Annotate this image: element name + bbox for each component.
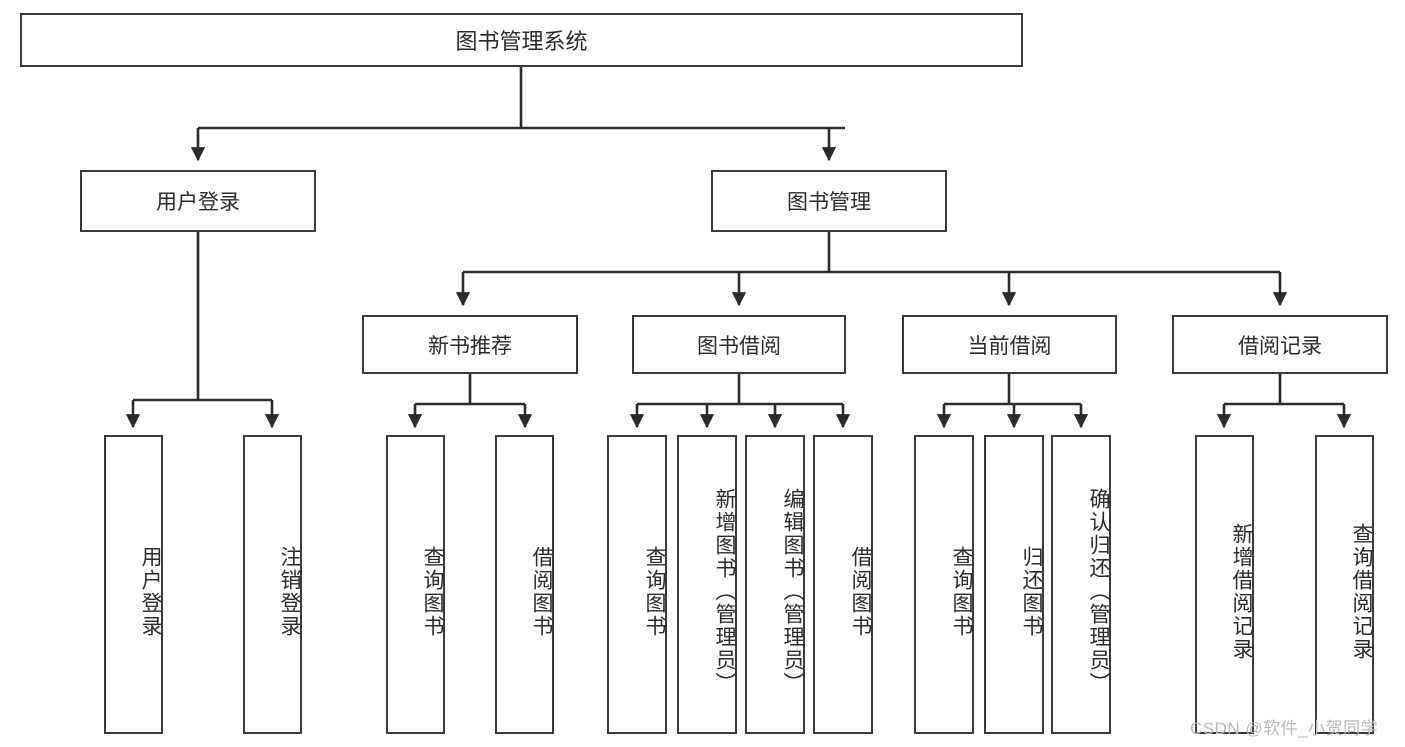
node-borrow-record-label: 借阅记录 [1238, 334, 1322, 358]
leaf-return-book-label: 归还图书 [1020, 545, 1043, 638]
leaf-query-book-1-label: 查询图书 [421, 545, 444, 638]
leaf-edit-book[interactable]: 编辑图书（管理员） [745, 435, 805, 734]
node-current-borrow[interactable]: 当前借阅 [902, 315, 1117, 374]
leaf-logout-label: 注销登录 [278, 545, 301, 638]
node-book-borrow[interactable]: 图书借阅 [632, 315, 846, 374]
node-current-borrow-label: 当前借阅 [967, 334, 1052, 358]
node-book-borrow-label: 图书借阅 [697, 334, 781, 358]
leaf-borrow-book-1[interactable]: 借阅图书 [495, 435, 554, 734]
leaf-logout[interactable]: 注销登录 [243, 435, 302, 734]
leaf-return-book[interactable]: 归还图书 [984, 435, 1044, 734]
leaf-user-login[interactable]: 用户登录 [104, 435, 163, 734]
leaf-borrow-book-1-label: 借阅图书 [530, 545, 553, 638]
leaf-confirm-return[interactable]: 确认归还（管理员） [1051, 435, 1111, 734]
node-borrow-record[interactable]: 借阅记录 [1172, 315, 1388, 374]
leaf-query-book-2-label: 查询图书 [643, 545, 666, 638]
leaf-confirm-return-label: 确认归还（管理员） [1087, 488, 1110, 695]
leaf-borrow-book-2[interactable]: 借阅图书 [813, 435, 873, 734]
leaf-add-book[interactable]: 新增图书（管理员） [677, 435, 737, 734]
leaf-borrow-book-2-label: 借阅图书 [849, 545, 872, 638]
leaf-query-book-1[interactable]: 查询图书 [386, 435, 445, 734]
watermark: CSDN @软件_小贺同学 [1190, 719, 1379, 738]
leaf-query-record[interactable]: 查询借阅记录 [1315, 435, 1374, 734]
leaf-query-book-3-label: 查询图书 [950, 545, 973, 638]
leaf-user-login-label: 用户登录 [139, 545, 162, 638]
node-new-book-recommend-label: 新书推荐 [428, 334, 512, 358]
node-root-label: 图书管理系统 [455, 29, 588, 54]
node-user-login-label: 用户登录 [156, 191, 240, 214]
node-user-login[interactable]: 用户登录 [80, 170, 316, 232]
node-root[interactable]: 图书管理系统 [20, 13, 1023, 67]
leaf-edit-book-label: 编辑图书（管理员） [781, 488, 804, 695]
leaf-add-record[interactable]: 新增借阅记录 [1195, 435, 1254, 734]
leaf-query-book-3[interactable]: 查询图书 [914, 435, 974, 734]
leaf-query-record-label: 查询借阅记录 [1350, 522, 1373, 661]
leaf-add-book-label: 新增图书（管理员） [713, 488, 736, 695]
node-new-book-recommend[interactable]: 新书推荐 [362, 315, 578, 374]
node-book-manage-label: 图书管理 [787, 191, 871, 214]
leaf-query-book-2[interactable]: 查询图书 [607, 435, 667, 734]
node-book-manage[interactable]: 图书管理 [711, 170, 947, 232]
leaf-add-record-label: 新增借阅记录 [1230, 522, 1253, 661]
